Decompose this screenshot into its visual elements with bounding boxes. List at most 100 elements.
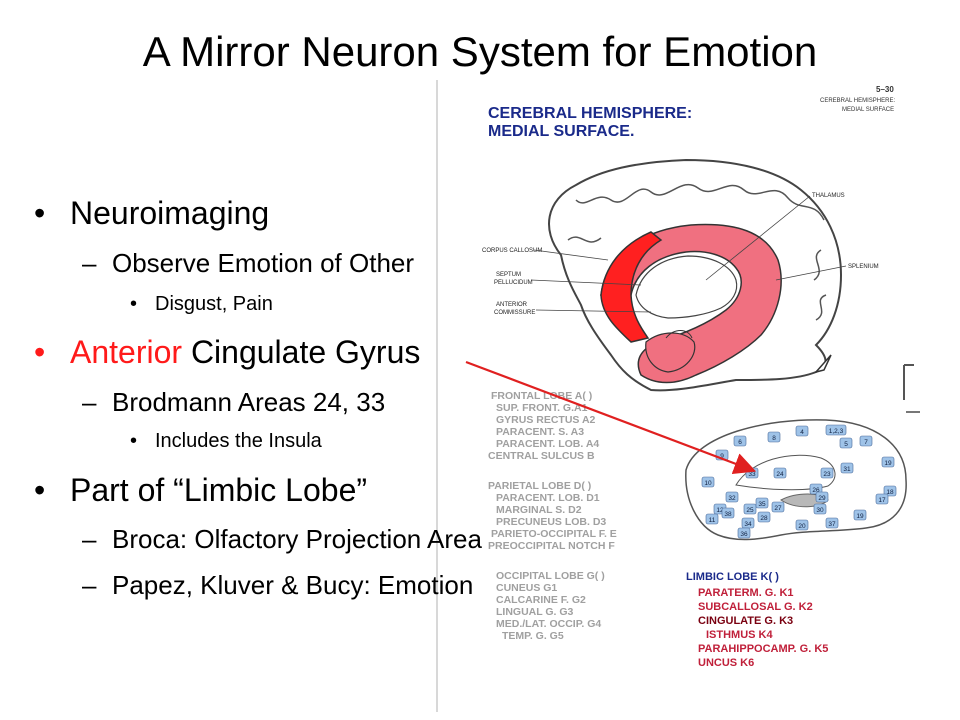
brodmann-area-number: 5 (844, 441, 848, 448)
limbic-lobe-title: LIMBIC LOBE K( ) (686, 571, 779, 583)
brain-atlas-figure: 5–30 CEREBRAL HEMISPHERE: MEDIAL SURFACE… (436, 80, 920, 712)
atlas-heading-1: CEREBRAL HEMISPHERE: (488, 105, 692, 122)
legend-lobe-item: GYRUS RECTUS A2 (496, 414, 596, 426)
legend-lobe-item: PARACENT. S. A3 (496, 426, 584, 438)
brodmann-area-box (825, 424, 847, 436)
brodmann-area-box (767, 431, 781, 443)
legend-lobe-item: PARIETAL LOBE D( ) (488, 480, 591, 492)
brodmann-area-number: 28 (760, 515, 768, 522)
brodmann-area-box (813, 503, 827, 515)
brodmann-area-number: 8 (772, 435, 776, 442)
label-corpus-callosum: CORPUS CALLOSUM (482, 248, 542, 254)
brodmann-area-number: 17 (878, 497, 886, 504)
brodmann-area-number: 20 (798, 523, 806, 530)
slide-title: A Mirror Neuron System for Emotion (142, 28, 818, 75)
legend-lobe-item: TEMP. G. G5 (502, 630, 564, 642)
limbic-lobe-item: SUBCALLOSAL G. K2 (698, 601, 813, 613)
brodmann-area-number: 35 (758, 501, 766, 508)
brodmann-area-number: 31 (843, 466, 851, 473)
brodmann-area-box (721, 507, 735, 519)
legend-lobe-item: MARGINAL S. D2 (496, 504, 582, 516)
brodmann-area-box (883, 485, 897, 497)
brodmann-area-number: 38 (724, 511, 732, 518)
brodmann-area-number: 37 (828, 521, 836, 528)
limbic-lobe-list: PARATERM. G. K1 SUBCALLOSAL G. K2 CINGULAT… (698, 587, 828, 669)
brodmann-area-number: 24 (776, 471, 784, 478)
page-header-2: MEDIAL SURFACE (842, 107, 894, 113)
brodmann-area-number: 19 (856, 513, 864, 520)
brodmann-area-box (853, 509, 867, 521)
brodmann-area-number: 7 (864, 439, 868, 446)
brodmann-area-box (815, 491, 829, 503)
legend-lobe-item: OCCIPITAL LOBE G( ) (496, 570, 605, 582)
brodmann-area-box (859, 435, 873, 447)
brodmann-area-box (733, 435, 747, 447)
brodmann-area-number: 36 (740, 531, 748, 538)
label-splenium: SPLENIUM (848, 264, 879, 270)
limbic-lobe-item: PARATERM. G. K1 (698, 587, 794, 599)
brodmann-area-box (840, 462, 854, 474)
legend-lobe-item: CENTRAL SULCUS B (488, 450, 595, 462)
brodmann-area-number: 23 (823, 471, 831, 478)
brain-medial-drawing (548, 158, 843, 392)
brodmann-area-box (705, 513, 719, 525)
brodmann-area-box (820, 467, 834, 479)
brodmann-area-number: 19 (884, 460, 892, 467)
legend-lobe-item: PRECUNEUS LOB. D3 (496, 516, 606, 528)
brodmann-area-box (725, 491, 739, 503)
legend-lobe-item: LINGUAL G. G3 (496, 606, 574, 618)
brodmann-area-box (773, 467, 787, 479)
brodmann-area-number: 1,2,3 (829, 428, 844, 435)
brodmann-area-box (737, 527, 751, 539)
brodmann-area-number: 10 (704, 480, 712, 487)
legend-lobe-item: PARACENT. LOB. A4 (496, 438, 599, 450)
legend-lobe-item: PREOCCIPITAL NOTCH F (488, 540, 615, 552)
brodmann-area-number: 34 (744, 521, 752, 528)
brodmann-area-number: 12 (716, 507, 724, 514)
brodmann-area-box (757, 511, 771, 523)
brodmann-area-number: 6 (738, 439, 742, 446)
legend-lobe-item: SUP. FRONT. G.A1 (496, 402, 588, 414)
brodmann-area-box (881, 456, 895, 468)
label-thalamus: THALAMUS (812, 193, 845, 199)
limbic-lobe-item: ISTHMUS K4 (706, 629, 774, 641)
limbic-lobe-item: UNCUS K6 (698, 657, 754, 669)
legend-lobe-item: MED./LAT. OCCIP. G4 (496, 618, 601, 630)
brodmann-area-number: 29 (818, 495, 826, 502)
page-header-1: CEREBRAL HEMISPHERE: (820, 98, 895, 104)
legend-lobe-item: PARACENT. LOB. D1 (496, 492, 600, 504)
brodmann-area-box (875, 493, 889, 505)
brodmann-area-number: 30 (816, 507, 824, 514)
brodmann-area-box (795, 519, 809, 531)
brodmann-area-number: 9 (720, 453, 724, 460)
brodmann-area-number: 33 (748, 471, 756, 478)
label-anterior-1: ANTERIOR (496, 302, 528, 308)
brodmann-area-box (795, 425, 809, 437)
anterior-cingulate-region (600, 231, 663, 343)
brodmann-area-box (839, 437, 853, 449)
cingulate-gyrus-region (600, 223, 782, 384)
legend-lobe-item: CALCARINE F. G2 (496, 594, 586, 606)
page-number: 5–30 (876, 85, 894, 94)
limbic-lobe-item: CINGULATE G. K3 (698, 615, 793, 627)
brodmann-area-box (701, 476, 715, 488)
brodmann-area-box (755, 497, 769, 509)
label-anterior-2: COMMISSURE (494, 310, 535, 316)
legend-lobe-item: PARIETO-OCCIPITAL F. E (491, 528, 617, 540)
brodmann-area-number: 25 (746, 507, 754, 514)
label-septum-1: SEPTUM (496, 272, 521, 278)
label-septum-2: PELLUCIDUM (494, 280, 533, 286)
legend-lobe-item: CUNEUS G1 (496, 582, 557, 594)
brodmann-area-number: 27 (774, 505, 782, 512)
brodmann-area-box (771, 501, 785, 513)
brodmann-area-number: 32 (728, 495, 736, 502)
brodmann-area-box (825, 517, 839, 529)
brodmann-area-number: 4 (800, 429, 804, 436)
brodmann-area-number: 26 (812, 487, 820, 494)
brodmann-area-number: 18 (886, 489, 894, 496)
limbic-lobe-item: PARAHIPPOCAMP. G. K5 (698, 643, 828, 655)
brodmann-area-box (743, 503, 757, 515)
